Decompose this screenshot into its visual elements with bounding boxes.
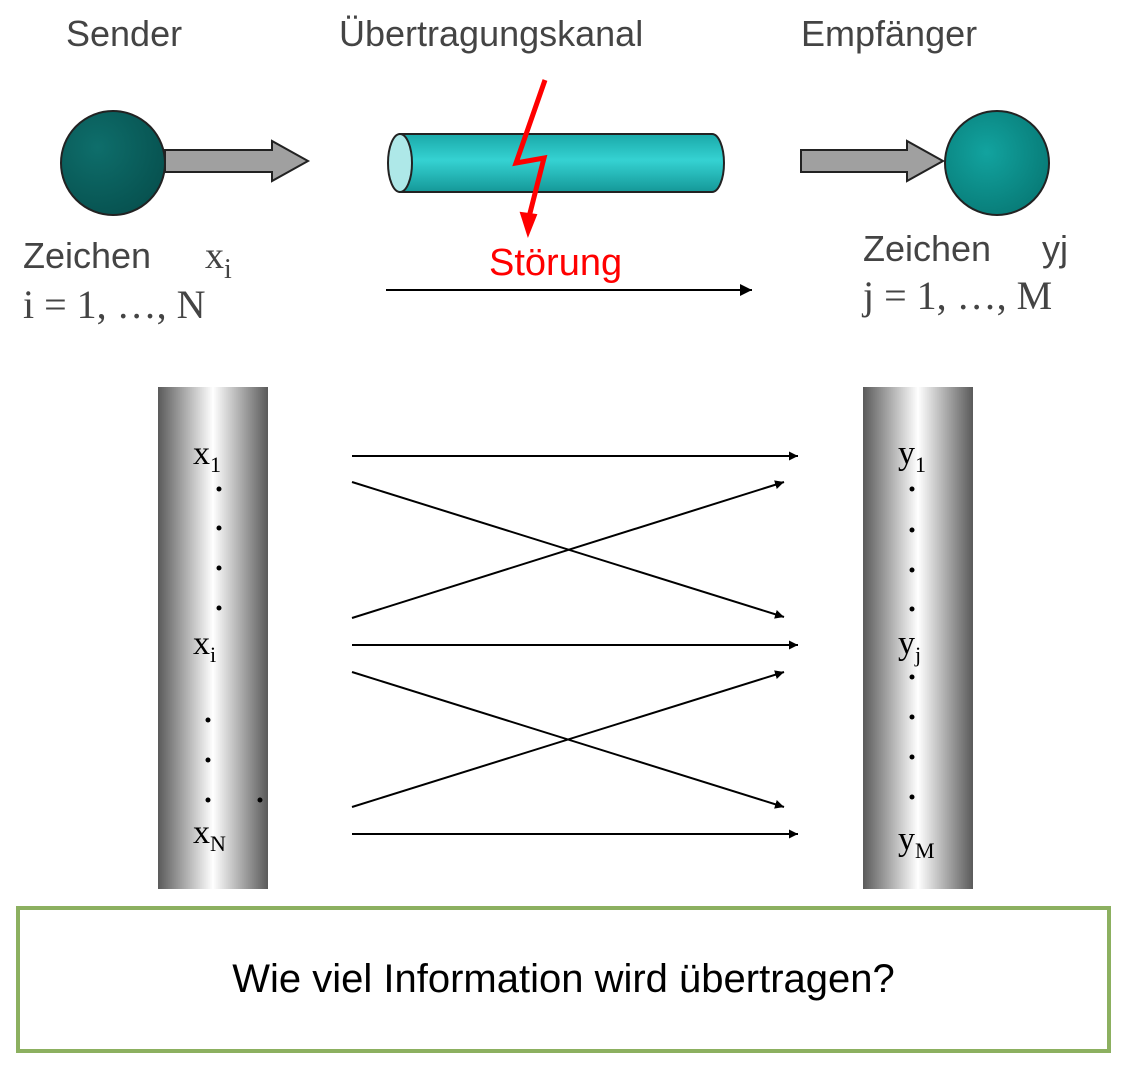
- channel-label: Übertragungskanal: [339, 13, 643, 54]
- input-column: [158, 387, 268, 889]
- sender-arrow: [164, 139, 311, 183]
- transition-arrows: [351, 451, 798, 839]
- disturbance-label: Störung: [489, 242, 622, 284]
- sender-zeichen: Zeichen: [23, 235, 151, 276]
- input-ellipsis: [205, 486, 263, 803]
- sender-node: [60, 110, 311, 216]
- output-symbol-first: y1: [898, 435, 926, 477]
- input-symbol-last: xN: [193, 814, 226, 856]
- transition-arrow: [351, 670, 785, 808]
- channel-pipe: [387, 133, 725, 193]
- sender-sphere: [60, 110, 166, 216]
- receiver-label: Empfänger: [801, 13, 977, 54]
- sender-var: xi: [205, 235, 232, 285]
- output-symbol-last: yM: [898, 821, 935, 863]
- receiver-node: [800, 110, 1050, 216]
- output-column: [863, 387, 973, 889]
- sender-label: Sender: [66, 13, 182, 54]
- receiver-sphere: [944, 110, 1050, 216]
- lightning-icon: [512, 79, 548, 238]
- output-symbol-middle: yj: [898, 625, 921, 667]
- receiver-zeichen: Zeichen: [863, 228, 991, 269]
- pipe-opening: [387, 133, 413, 193]
- sender-range: i = 1, …, N: [23, 282, 206, 327]
- receiver-range: j = 1, …, M: [861, 273, 1052, 318]
- receiver-arrow: [800, 139, 946, 183]
- transition-arrow: [351, 480, 785, 619]
- receiver-var: yj: [1042, 228, 1068, 269]
- output-ellipsis: [909, 486, 915, 800]
- question-text: Wie viel Information wird übertragen?: [232, 957, 895, 1001]
- question-box: Wie viel Information wird übertragen?: [16, 906, 1111, 1053]
- input-symbol-middle: xi: [193, 625, 216, 667]
- input-symbol-first: x1: [193, 435, 221, 477]
